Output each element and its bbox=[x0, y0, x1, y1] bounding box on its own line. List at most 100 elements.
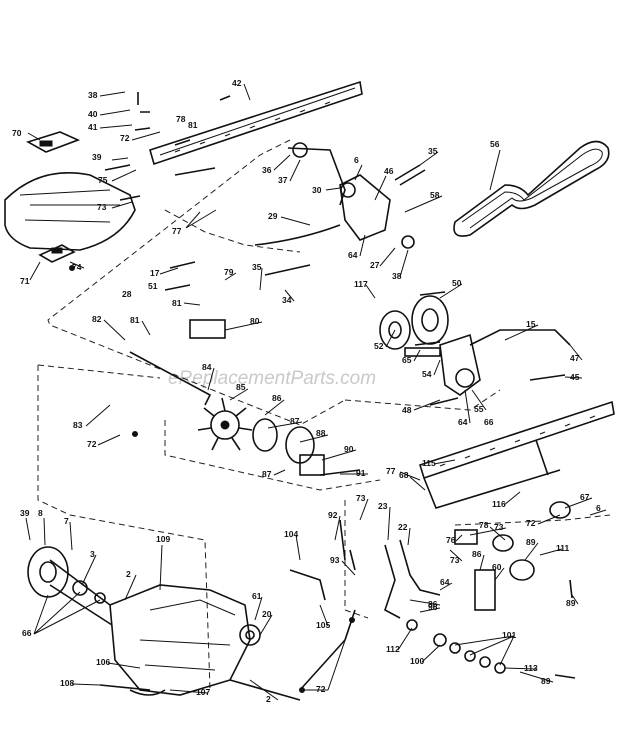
shift-lever-assembly bbox=[254, 142, 426, 249]
callout-label: 101 bbox=[502, 630, 516, 640]
callout-label: 71 bbox=[20, 276, 30, 286]
callout-label: 2 bbox=[266, 694, 271, 704]
callout-label: 34 bbox=[282, 295, 292, 305]
callout-label: 87 bbox=[262, 469, 272, 479]
callout-label: 90 bbox=[344, 444, 354, 454]
callout-label: 96 bbox=[428, 602, 438, 612]
callout-label: 108 bbox=[60, 678, 74, 688]
callout-label: 72 bbox=[316, 684, 326, 694]
callout-label: 66 bbox=[22, 628, 32, 638]
callout-label: 64 bbox=[440, 577, 450, 587]
callout-label: 17 bbox=[150, 268, 160, 278]
assembly-outlines bbox=[37, 139, 611, 691]
callout-label: 74 bbox=[72, 262, 82, 272]
callout-label: 35 bbox=[252, 262, 262, 272]
callout-label: 86 bbox=[272, 393, 282, 403]
idler-bracket bbox=[404, 329, 571, 396]
callout-label: 36 bbox=[262, 165, 272, 175]
callout-label: 56 bbox=[490, 139, 500, 149]
callout-label: 85 bbox=[236, 382, 246, 392]
callout-label: 100 bbox=[410, 656, 424, 666]
callout-label: 40 bbox=[88, 109, 98, 119]
callout-label: 42 bbox=[232, 78, 242, 88]
callout-label: 8 bbox=[38, 508, 43, 518]
callout-label: 64 bbox=[458, 417, 468, 427]
callout-label: 30 bbox=[312, 185, 322, 195]
frame-rails bbox=[149, 80, 615, 509]
callout-label: 23 bbox=[378, 501, 388, 511]
callout-label: 80 bbox=[250, 316, 260, 326]
callout-label: 38 bbox=[392, 271, 402, 281]
callout-label: 89 bbox=[541, 676, 551, 686]
callout-label: 6 bbox=[596, 503, 601, 513]
callout-label: 81 bbox=[172, 298, 182, 308]
callout-label: 72 bbox=[87, 439, 97, 449]
callout-label: 64 bbox=[348, 250, 358, 260]
pulleys bbox=[379, 291, 449, 350]
callout-label: 115 bbox=[422, 458, 436, 468]
callout-label: 86 bbox=[472, 549, 482, 559]
callout-label: 87 bbox=[290, 416, 300, 426]
callout-label: 113 bbox=[524, 663, 538, 673]
callout-label: 48 bbox=[402, 405, 412, 415]
hood-body bbox=[4, 172, 136, 251]
shift-linkage bbox=[289, 501, 571, 691]
callout-label: 88 bbox=[316, 428, 326, 438]
callout-label: 116 bbox=[492, 499, 506, 509]
callout-label: 81 bbox=[188, 120, 198, 130]
callout-label: 61 bbox=[252, 591, 262, 601]
callout-label: 15 bbox=[526, 319, 536, 329]
callout-label: 50 bbox=[452, 278, 462, 288]
callout-label: 54 bbox=[422, 369, 432, 379]
callout-label: 38 bbox=[88, 90, 98, 100]
transaxle-assembly bbox=[27, 546, 301, 701]
callout-label: 41 bbox=[88, 122, 98, 132]
callout-label: 73 bbox=[494, 522, 504, 532]
callout-label: 22 bbox=[398, 522, 408, 532]
watermark-text: eReplacementParts.com bbox=[168, 368, 376, 389]
callout-label: 81 bbox=[130, 315, 140, 325]
callout-label: 66 bbox=[484, 417, 494, 427]
callout-label: 76 bbox=[446, 535, 456, 545]
callout-label: 84 bbox=[202, 362, 212, 372]
fan-assembly bbox=[129, 319, 325, 476]
callout-label: 104 bbox=[284, 529, 298, 539]
callout-label: 89 bbox=[526, 537, 536, 547]
callout-label: 27 bbox=[370, 260, 380, 270]
callout-label: 52 bbox=[374, 341, 384, 351]
callout-label: 106 bbox=[96, 657, 110, 667]
callout-label: 91 bbox=[356, 468, 366, 478]
callout-label: 65 bbox=[402, 355, 412, 365]
callout-label: 60 bbox=[492, 562, 502, 572]
callout-label: 117 bbox=[354, 279, 368, 289]
callout-label: 107 bbox=[196, 687, 210, 697]
callout-labels: 38 40 41 42 70 72 78 81 39 75 73 77 36 3… bbox=[12, 78, 601, 704]
callout-label: 39 bbox=[92, 152, 102, 162]
callout-label: 78 bbox=[479, 520, 489, 530]
callout-label: 77 bbox=[172, 226, 182, 236]
callout-label: 7 bbox=[64, 516, 69, 526]
callout-label: 72 bbox=[526, 518, 536, 528]
callout-label: 67 bbox=[580, 492, 590, 502]
washer-stack bbox=[406, 619, 506, 674]
callout-label: 73 bbox=[356, 493, 366, 503]
callout-label: 29 bbox=[268, 211, 278, 221]
callout-label: 109 bbox=[156, 534, 170, 544]
callout-label: 105 bbox=[316, 620, 330, 630]
callout-label: 75 bbox=[98, 175, 108, 185]
callout-label: 35 bbox=[428, 146, 438, 156]
callout-label: 72 bbox=[120, 133, 130, 143]
callout-label: 28 bbox=[122, 289, 132, 299]
callout-label: 73 bbox=[97, 202, 107, 212]
callout-label: 68 bbox=[399, 470, 409, 480]
callout-label: 92 bbox=[328, 510, 338, 520]
callout-label: 79 bbox=[224, 267, 234, 277]
callout-label: 111 bbox=[556, 543, 570, 553]
callout-label: 20 bbox=[262, 609, 272, 619]
callout-label: 73 bbox=[450, 555, 460, 565]
part-71-plate bbox=[38, 244, 76, 263]
callout-label: 39 bbox=[20, 508, 30, 518]
callout-label: 77 bbox=[386, 466, 396, 476]
callout-label: 45 bbox=[570, 372, 580, 382]
